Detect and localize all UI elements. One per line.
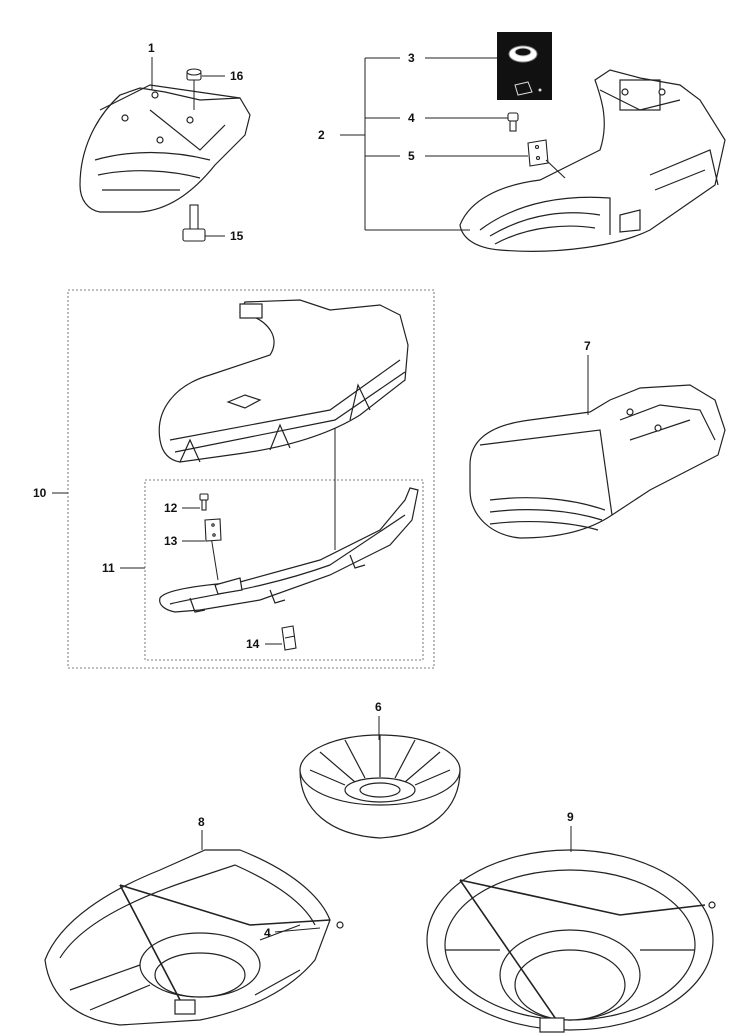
part-3-spool-box [497, 32, 552, 100]
callout-1: 1 [148, 41, 155, 55]
leaders-part-1 [151, 57, 225, 237]
callout-4-lower: 4 [264, 926, 271, 940]
callout-12: 12 [164, 501, 178, 515]
part-13-plate [204, 518, 222, 542]
part-4-screw [507, 112, 519, 132]
part-2-guard [459, 69, 726, 252]
part-10-guard [158, 299, 409, 463]
part-8-deflector [44, 849, 344, 1026]
callout-9: 9 [567, 810, 574, 824]
part-6-bowl [299, 734, 461, 839]
part-11-strip [159, 487, 419, 613]
callout-11: 11 [102, 561, 115, 575]
part-9-deflector [426, 849, 716, 1033]
part-12-screw [199, 493, 209, 511]
part-5-plate [527, 139, 566, 179]
leader-part-8 [201, 830, 321, 933]
callout-15: 15 [230, 229, 244, 243]
part-1-guard [79, 84, 251, 213]
callout-14: 14 [246, 637, 260, 651]
bracket-part-2 [340, 57, 528, 231]
callout-7: 7 [584, 339, 591, 353]
callout-8: 8 [198, 815, 205, 829]
callout-5: 5 [408, 149, 415, 163]
callout-6: 6 [375, 700, 382, 714]
callout-3: 3 [408, 51, 415, 65]
part-16-nut [186, 68, 202, 81]
part-14-clip [281, 625, 297, 651]
callout-4: 4 [408, 111, 415, 125]
callout-13: 13 [164, 534, 178, 548]
part-15-bolt [182, 204, 206, 242]
callout-16: 16 [230, 69, 244, 83]
callout-10: 10 [33, 486, 47, 500]
part-7-guard [469, 384, 726, 539]
assembly-10-box [67, 289, 435, 669]
callout-2: 2 [318, 128, 325, 142]
